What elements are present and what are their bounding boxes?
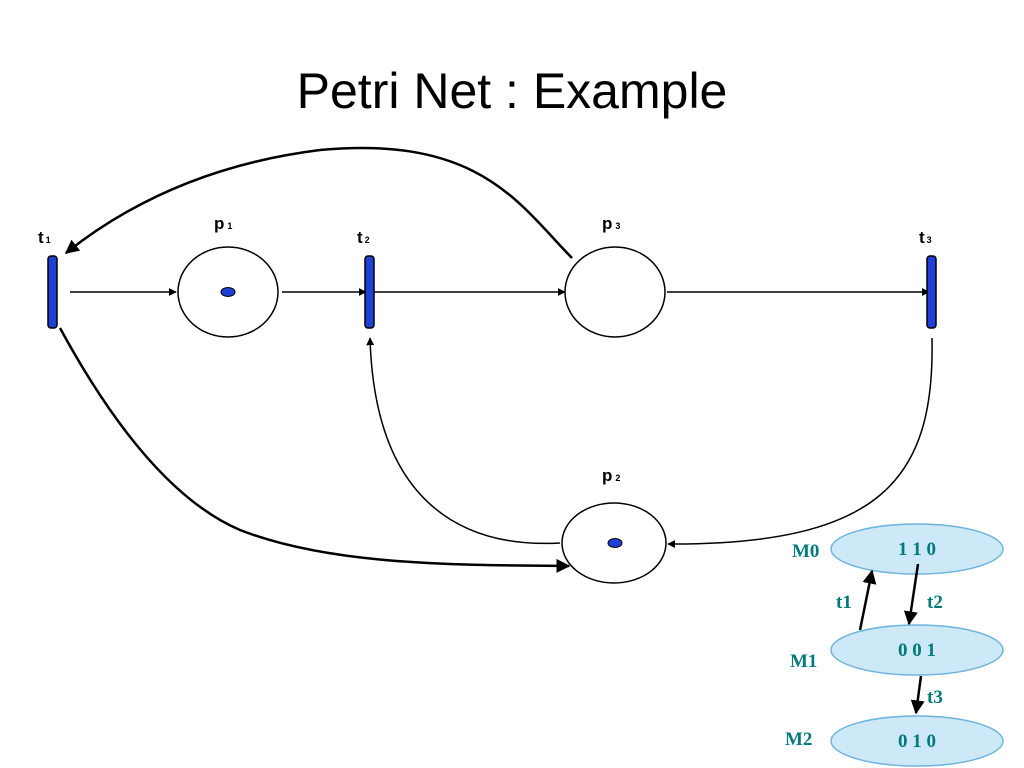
svg-text:t1: t1 (38, 228, 51, 247)
marking-m2-state: 0 1 0 (898, 731, 936, 752)
token-p2 (607, 538, 623, 548)
rg-edge-t1 (858, 569, 877, 631)
place-p1-subscript: 1 (227, 221, 232, 231)
marking-m1-state: 0 0 1 (898, 640, 936, 661)
marking-m0-state: 1 1 0 (898, 539, 936, 560)
place-p2-subscript: 2 (615, 473, 620, 483)
svg-text:t2: t2 (357, 228, 370, 247)
rg-edge-t3 (910, 675, 925, 715)
marking-m2-name: M2 (785, 729, 812, 750)
svg-text:p2: p2 (602, 466, 620, 485)
marking-m1-name: M1 (790, 651, 817, 672)
rg-edge-t2 (903, 563, 920, 626)
arcs (58, 146, 933, 573)
transition-t2-label: t (357, 228, 363, 247)
reachability-graph: 1 1 0 0 0 1 0 1 0 M0 M1 M2 t1 t2 t3 (785, 523, 1004, 767)
transition-t3-bar (926, 255, 937, 329)
svg-text:p1: p1 (214, 214, 232, 233)
transition-t2-subscript: 2 (365, 235, 370, 245)
svg-text:t3: t3 (919, 228, 932, 247)
marking-m0-name: M0 (792, 541, 819, 562)
transition-t2-bar (364, 255, 375, 329)
transition-t1-subscript: 1 (46, 235, 51, 245)
arc-t1-p2 (58, 327, 571, 573)
rg-edge-t1-label: t1 (836, 592, 852, 613)
marking-m2-node (830, 715, 1004, 767)
svg-text:p3: p3 (602, 214, 620, 233)
place-p3-circle (564, 246, 666, 338)
slide-title: Petri Net : Example (296, 63, 728, 119)
place-p3-label: p (602, 214, 612, 233)
arc-t3-p2 (667, 337, 933, 549)
transition-t1-label: t (38, 228, 44, 247)
transition-t3-subscript: 3 (927, 235, 932, 245)
rg-edge-t2-label: t2 (927, 592, 943, 613)
rg-edge-t3-label: t3 (927, 687, 943, 708)
token-p1 (220, 287, 236, 297)
arc-p2-t2 (366, 337, 561, 545)
place-p3-subscript: 3 (615, 221, 620, 231)
place-p1-label: p (214, 214, 224, 233)
transition-t3-label: t (919, 228, 925, 247)
place-p2-label: p (602, 466, 612, 485)
transition-t1-bar (47, 255, 58, 329)
arc-p3-t1 (64, 146, 573, 259)
